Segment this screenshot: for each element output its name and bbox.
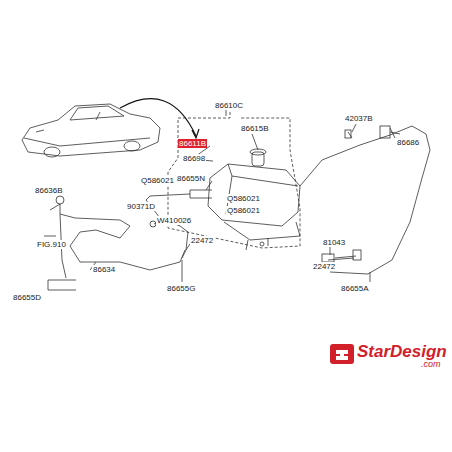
- part-number: 86655N: [176, 174, 206, 183]
- part-number: Q586021: [226, 194, 261, 203]
- part-number: 86615B: [240, 124, 270, 133]
- washer-tank: [190, 149, 300, 250]
- part-number: Q586021: [226, 206, 261, 215]
- part-number: 86610C: [214, 101, 244, 110]
- part-number: 86655A: [340, 284, 370, 293]
- part-number: W410026: [156, 216, 192, 225]
- logo-icon: [330, 344, 354, 364]
- logo-text: .com: [420, 360, 442, 369]
- part-number: 86655G: [166, 284, 196, 293]
- figure-reference: FIG.910: [36, 240, 67, 249]
- logo-text: StarDesign: [356, 343, 448, 361]
- part-number: 86655D: [12, 293, 42, 302]
- highlighted-part-number: 86611B: [178, 139, 207, 148]
- part-number: Q586021: [140, 176, 175, 185]
- part-number: 86634: [92, 265, 116, 274]
- part-number: 86636B: [34, 186, 64, 195]
- car-illustration: [22, 104, 160, 157]
- part-number: 86698: [182, 154, 206, 163]
- part-number: 81043: [322, 238, 346, 247]
- part-number: 42037B: [344, 114, 374, 123]
- washer-hose: [146, 109, 430, 282]
- part-number: 22472: [190, 236, 214, 245]
- part-number: 22472: [312, 262, 336, 271]
- part-number: 90371D: [126, 202, 156, 211]
- part-number: 86686: [396, 138, 420, 147]
